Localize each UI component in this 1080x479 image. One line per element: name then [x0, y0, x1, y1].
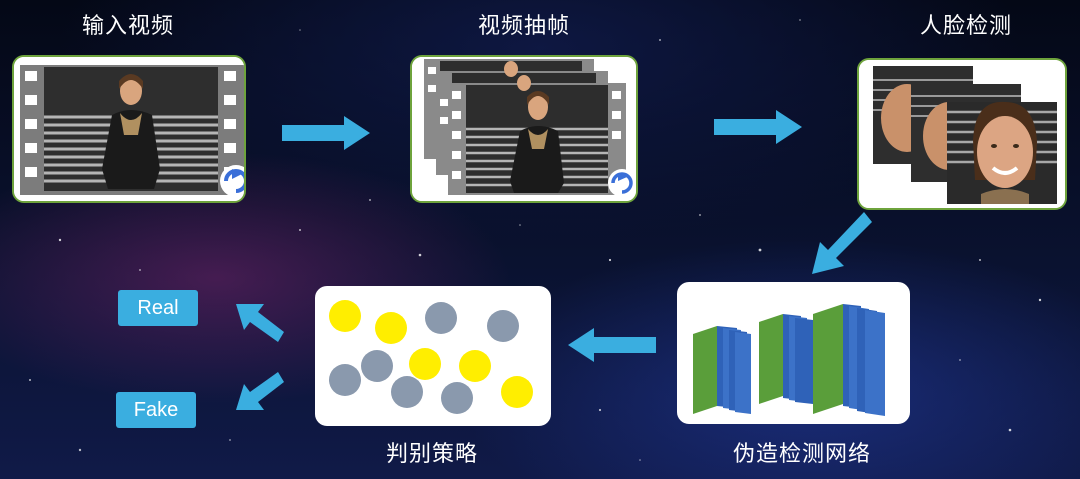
step-label-input-video: 输入视频 [81, 14, 174, 39]
step-label-face-detect: 人脸检测 [919, 14, 1012, 39]
frame-extract-card [410, 55, 638, 203]
step-label-decision: 判别策略 [385, 442, 478, 467]
step-label-frame-extract: 视频抽帧 [477, 14, 570, 39]
face-detect-card [857, 58, 1067, 210]
cnn-layers-icon [679, 284, 908, 422]
arrow-icon [282, 116, 370, 150]
arrow-icon [236, 304, 284, 342]
output-real-label: Real [118, 290, 198, 326]
arrow-icon [568, 328, 656, 362]
arrow-icon [714, 110, 802, 144]
film-strip-icon [14, 57, 244, 201]
arrow-icon [812, 212, 872, 274]
arrow-icon [236, 372, 284, 410]
face-crops-icon [859, 60, 1065, 208]
forgery-net-card [677, 282, 910, 424]
stacked-frames-icon [412, 57, 636, 201]
decision-card [315, 286, 551, 426]
output-fake-label: Fake [116, 392, 196, 428]
step-label-forgery-net: 伪造检测网络 [732, 442, 871, 467]
dots-cluster-icon [317, 288, 549, 424]
input-video-card [12, 55, 246, 203]
